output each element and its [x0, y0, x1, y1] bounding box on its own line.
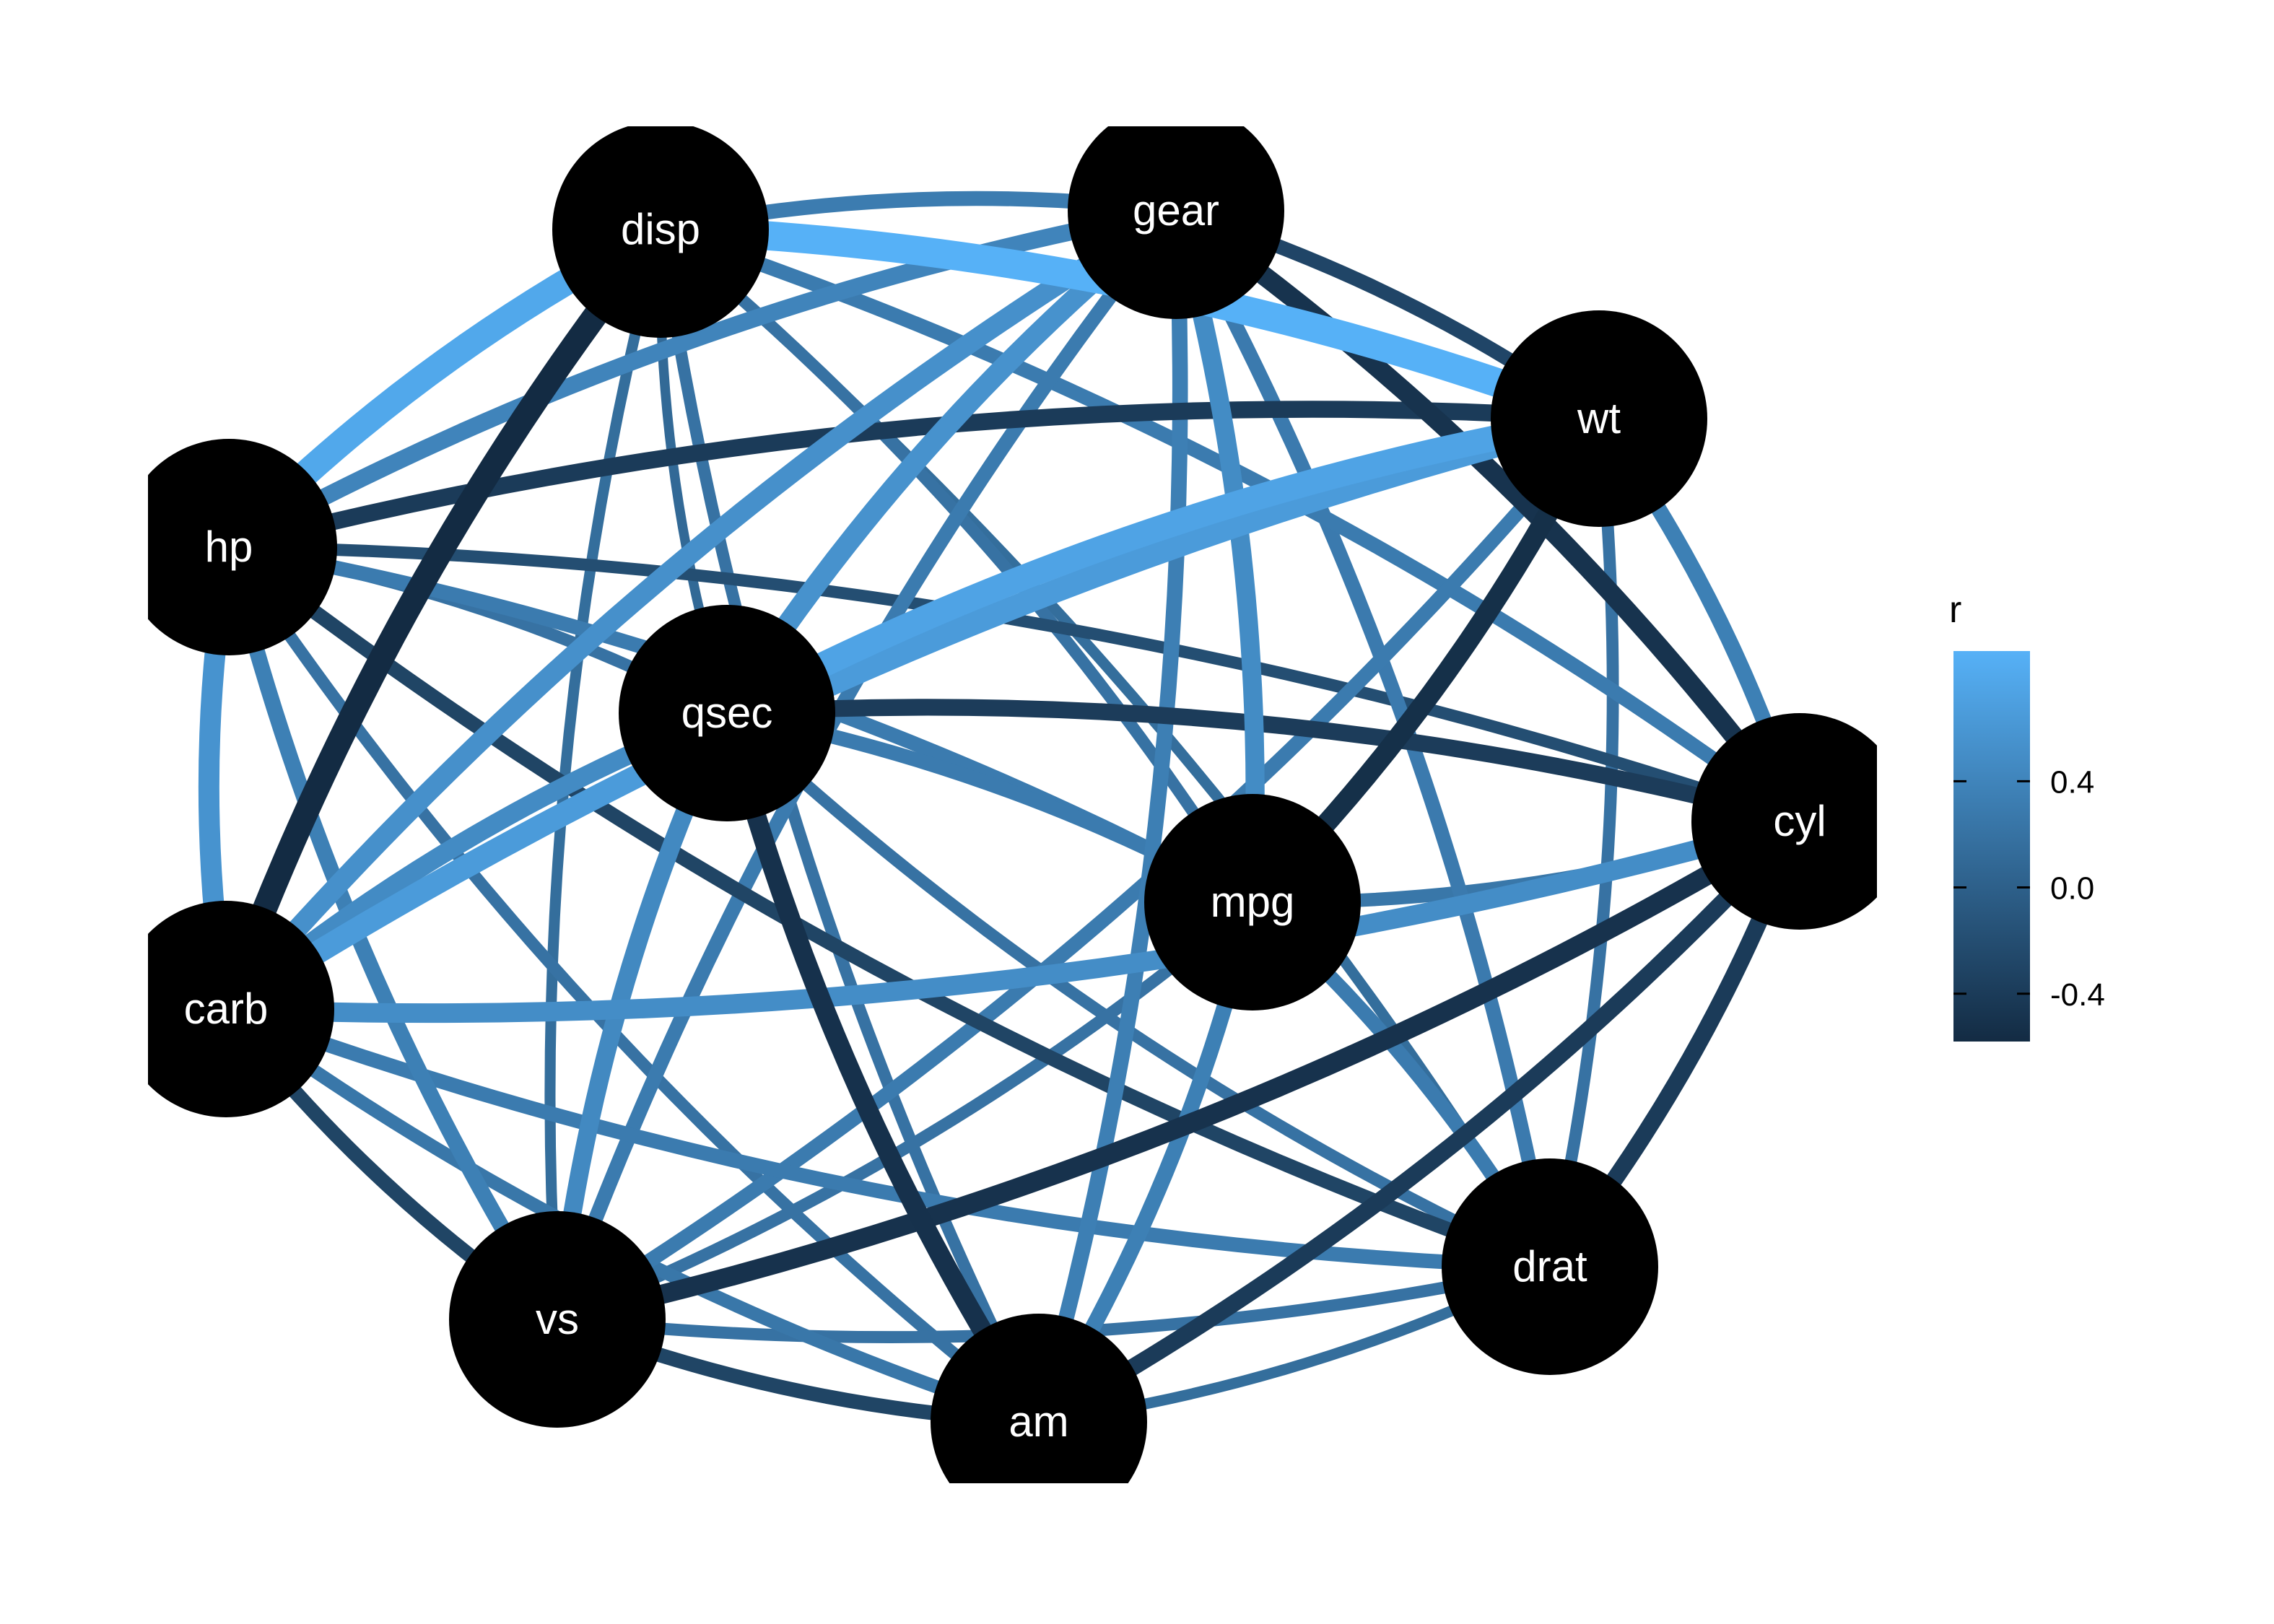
node-carb: carb — [148, 901, 334, 1117]
legend-ticks: 0.4 0.0 -0.4 — [1953, 764, 2105, 1013]
node-label-wt: wt — [1577, 394, 1621, 442]
node-label-mpg: mpg — [1211, 878, 1295, 926]
node-wt: wt — [1491, 310, 1707, 527]
node-gear: gear — [1068, 126, 1284, 319]
node-cyl: cyl — [1691, 713, 1877, 930]
node-vs: vs — [449, 1211, 666, 1428]
edge-gear-carb — [218, 201, 1182, 1016]
node-label-disp: disp — [621, 205, 700, 253]
node-label-vs: vs — [536, 1295, 579, 1343]
node-label-qsec: qsec — [681, 689, 773, 737]
nodes-layer: disp gear wt hp qsec cyl mpg carb drat vs am — [148, 126, 1877, 1483]
node-label-hp: hp — [205, 523, 253, 571]
edge-gear-hp — [225, 202, 1178, 555]
node-circle-cyl — [1691, 713, 1877, 930]
edge-gear-cyl — [1170, 203, 1808, 827]
edge-wt-vs — [553, 414, 1605, 1326]
node-circle-gear — [1068, 126, 1284, 319]
node-circle-qsec — [619, 605, 835, 821]
legend-tick-label: -0.4 — [2050, 977, 2105, 1013]
node-circle-hp — [148, 439, 337, 655]
edge-wt-qsec — [720, 406, 1601, 725]
node-label-carb: carb — [184, 985, 269, 1033]
node-circle-drat — [1442, 1158, 1658, 1375]
node-circle-carb — [148, 901, 334, 1117]
node-label-cyl: cyl — [1773, 797, 1826, 845]
legend-color-bar — [1953, 651, 2030, 1042]
edge-cyl-vs — [555, 813, 1805, 1330]
node-label-gear: gear — [1133, 186, 1219, 235]
edge-qsec-am — [717, 710, 1047, 1428]
node-circle-mpg — [1144, 794, 1361, 1010]
edge-cyl-am — [1034, 816, 1806, 1430]
node-mpg: mpg — [1144, 794, 1361, 1010]
edge-cyl-carb — [225, 812, 1803, 1023]
edge-disp-vs — [544, 228, 666, 1320]
node-am: am — [931, 1314, 1147, 1483]
node-label-am: am — [1009, 1397, 1068, 1446]
edge-wt-carb — [219, 407, 1602, 1019]
node-disp: disp — [552, 126, 769, 338]
legend-tick-label: 0.4 — [2050, 764, 2094, 800]
edge-hp-cyl — [228, 541, 1802, 827]
legend-title: r — [1949, 589, 1961, 631]
node-label-drat: drat — [1512, 1242, 1587, 1291]
edge-hp-drat — [224, 541, 1553, 1274]
node-circle-vs — [449, 1211, 666, 1428]
node-circle-disp — [552, 126, 769, 338]
edge-disp-carb — [214, 222, 671, 1013]
node-qsec: qsec — [619, 605, 835, 821]
node-circle-wt — [1491, 310, 1707, 527]
edge-disp-am — [654, 228, 1045, 1425]
edge-gear-am — [1031, 210, 1188, 1424]
network-panel: disp gear wt hp qsec cyl mpg carb drat vs am — [148, 126, 1877, 1483]
edge-wt-hp — [227, 401, 1600, 556]
node-drat: drat — [1442, 1158, 1658, 1375]
color-legend: r 0.4 0.0 -0.4 — [1949, 589, 2105, 1042]
edge-hp-vs — [221, 545, 565, 1324]
node-hp: hp — [148, 439, 337, 655]
legend-tick-label: 0.0 — [2050, 871, 2094, 907]
edge-qsec-cyl — [726, 699, 1802, 830]
node-circle-am — [931, 1314, 1147, 1483]
edge-qsec-drat — [723, 708, 1553, 1272]
edge-wt-drat — [1543, 418, 1619, 1268]
